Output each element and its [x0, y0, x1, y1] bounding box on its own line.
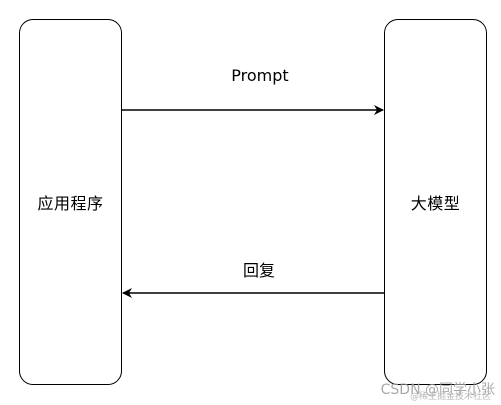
watermark-text: CSDN @同学小张: [380, 382, 495, 398]
llm-node-label: 大模型: [410, 194, 461, 213]
application-node: 应用程序: [19, 19, 122, 385]
request-arrow-label: Prompt: [231, 66, 289, 85]
watermark-subtext: @稀土掘金技术社区: [409, 392, 491, 402]
llm-node: 大模型: [384, 19, 487, 385]
watermark: CSDN @同学小张 @稀土掘金技术社区: [380, 379, 495, 402]
response-arrow-label: 回复: [242, 261, 276, 280]
application-node-label: 应用程序: [37, 194, 104, 213]
